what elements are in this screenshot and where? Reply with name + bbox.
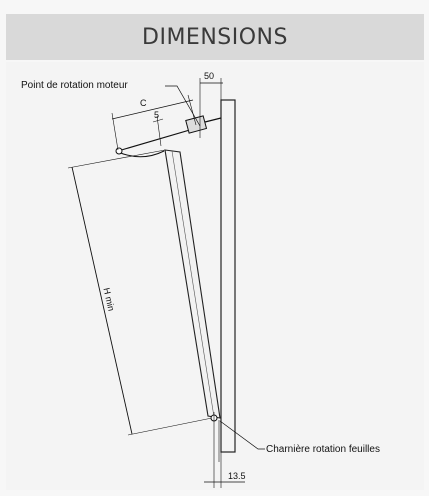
hmin-ext-top <box>67 149 166 169</box>
gate-leaf <box>164 149 221 419</box>
pivot-point-icon <box>115 147 123 155</box>
motor-pivot-label: Point de rotation moteur <box>21 80 128 91</box>
five-ext <box>156 115 162 147</box>
bottom-offset-label: 13.5 <box>228 471 246 481</box>
leaf-hinge-label: Charnière rotation feuilles <box>266 444 380 455</box>
section-header: DIMENSIONS <box>6 14 424 60</box>
section-title: DIMENSIONS <box>142 24 288 50</box>
actuator-link <box>117 150 165 158</box>
motor-bracket <box>204 117 222 123</box>
gate-leaf-inner-edge <box>171 150 215 418</box>
five-label: 5 <box>154 110 159 120</box>
motor-pivot-leader <box>165 85 201 127</box>
c-ext-right <box>187 94 197 126</box>
c-dim-line <box>111 99 194 120</box>
hmin-ext-bottom <box>127 417 213 436</box>
actuator-arm <box>117 126 201 152</box>
five-dim-line <box>152 118 164 123</box>
fifty-label: 50 <box>204 71 214 81</box>
hmin-dim-line <box>71 166 133 435</box>
leaf-hinge-leader <box>219 420 265 450</box>
wall-pillar <box>220 99 236 453</box>
c-ext-left <box>111 112 119 151</box>
c-label: C <box>140 98 147 108</box>
